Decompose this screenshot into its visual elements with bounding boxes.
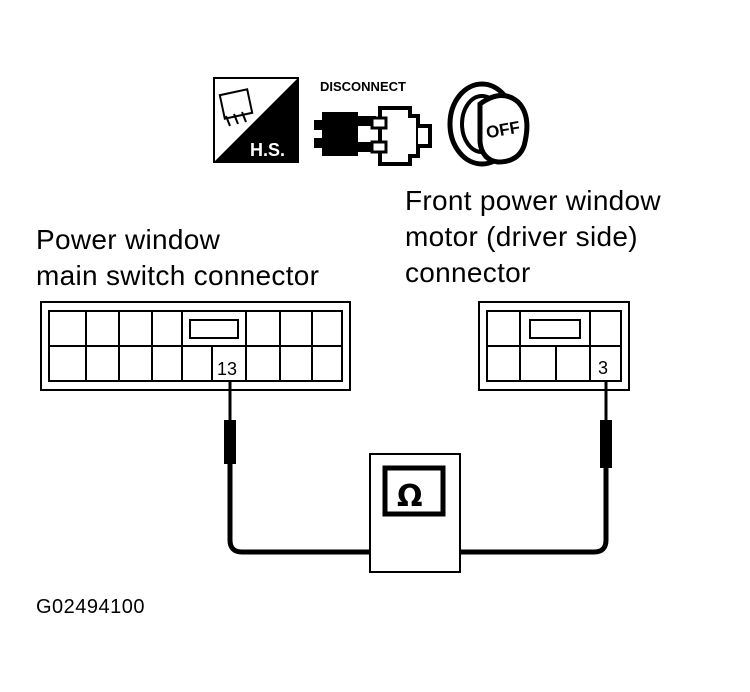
- label-line: connector: [405, 257, 531, 288]
- label-line: Front power window: [405, 185, 661, 216]
- main-switch-connector-label: Power window main switch connector: [36, 222, 319, 294]
- label-line: motor (driver side): [405, 221, 638, 252]
- terminal-3-label: 3: [598, 358, 608, 378]
- label-line: Power window: [36, 224, 221, 255]
- ohmmeter: Ω: [369, 453, 461, 573]
- harness-side-icon: H.S.: [213, 77, 299, 163]
- disconnect-icon: DISCONNECT: [314, 79, 432, 166]
- disconnect-label: DISCONNECT: [320, 79, 406, 94]
- motor-connector-label: Front power window motor (driver side) c…: [405, 183, 661, 291]
- figure-code: G02494100: [36, 596, 146, 618]
- label-line: main switch connector: [36, 260, 320, 291]
- ohm-symbol: Ω: [397, 479, 423, 514]
- right-probe-lead: [437, 382, 612, 557]
- motor-connector: 3: [478, 301, 630, 391]
- ignition-off-icon: OFF: [447, 81, 530, 167]
- main-switch-connector: 13: [40, 301, 351, 391]
- terminal-13-label: 13: [217, 359, 237, 379]
- hs-label: H.S.: [250, 140, 285, 160]
- left-probe-lead: [224, 382, 390, 557]
